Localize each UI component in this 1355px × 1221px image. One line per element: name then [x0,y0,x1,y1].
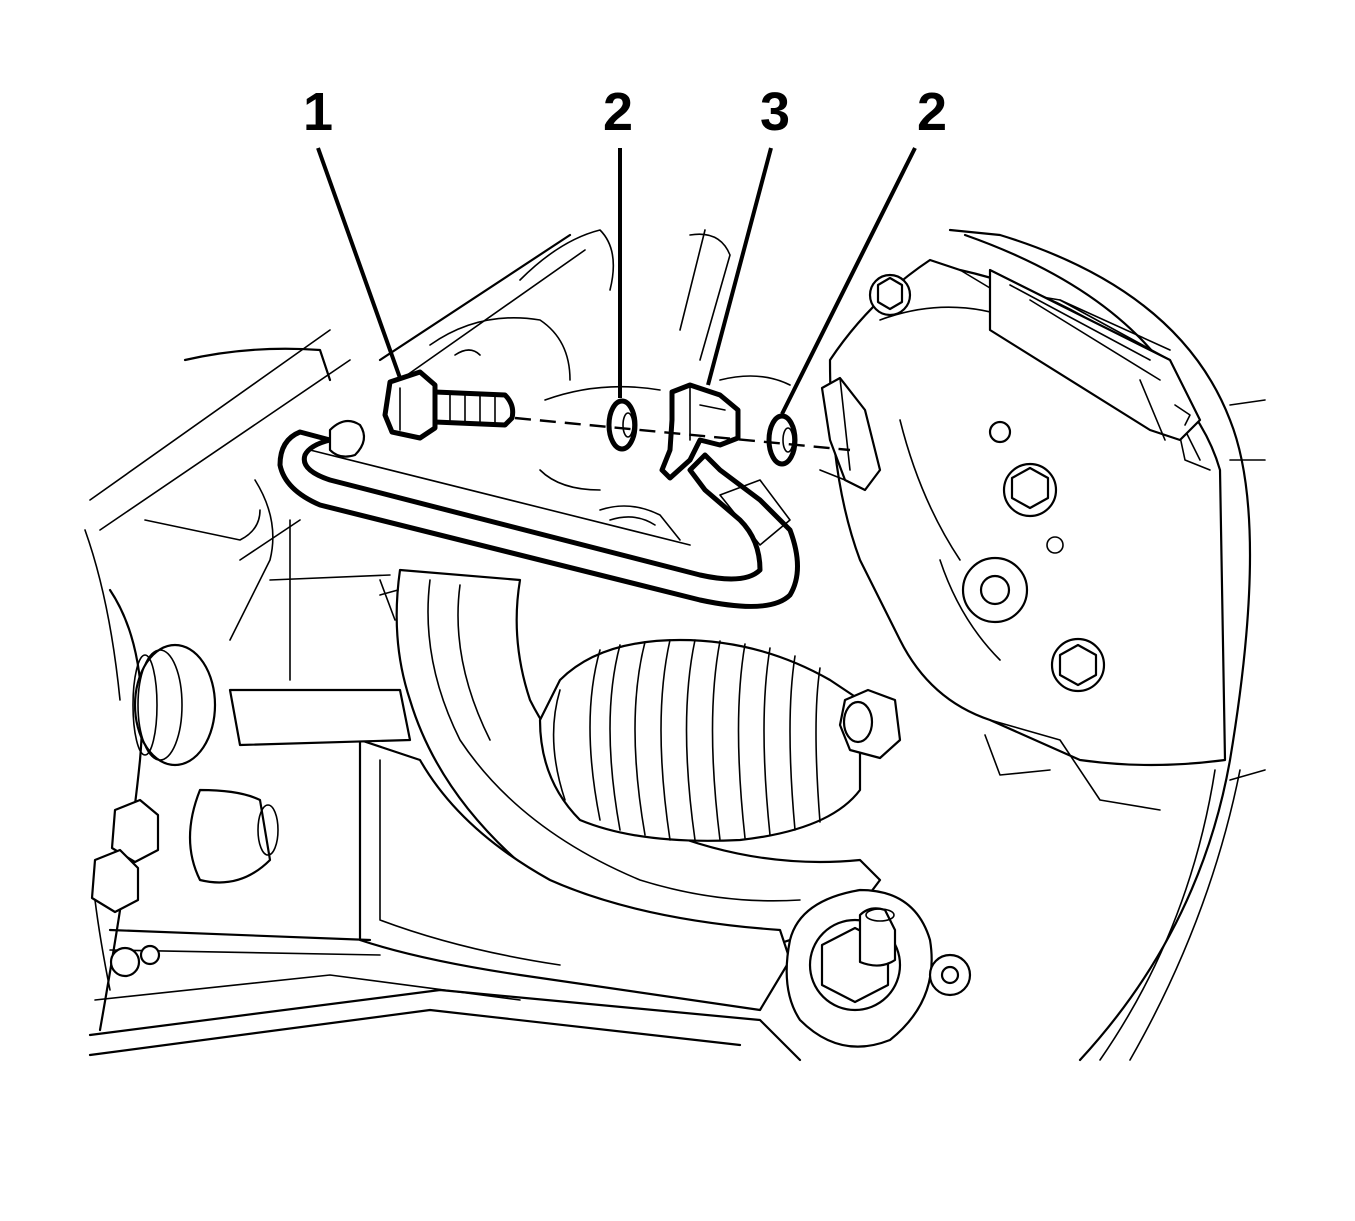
caliper-mount [819,376,882,492]
lower-control-arm [358,568,882,1012]
callout-label-3: 3 [759,82,791,142]
callout-label-1: 1 [302,82,334,142]
callout-label-2b: 2 [916,82,948,142]
tie-rod [90,479,412,991]
alignment-line [514,416,851,452]
ball-joint [785,888,972,1048]
subframe [379,317,791,621]
brake-hose [277,419,800,609]
callout-leaders [316,147,917,415]
callout-label-2a: 2 [602,82,634,142]
cv-axle-boot [538,638,902,842]
banjo-bolt [382,369,516,441]
sealing-washers [606,398,798,467]
hose-fitting [659,382,741,481]
vehicle-body [84,228,1266,1062]
steering-knuckle [828,258,1227,811]
